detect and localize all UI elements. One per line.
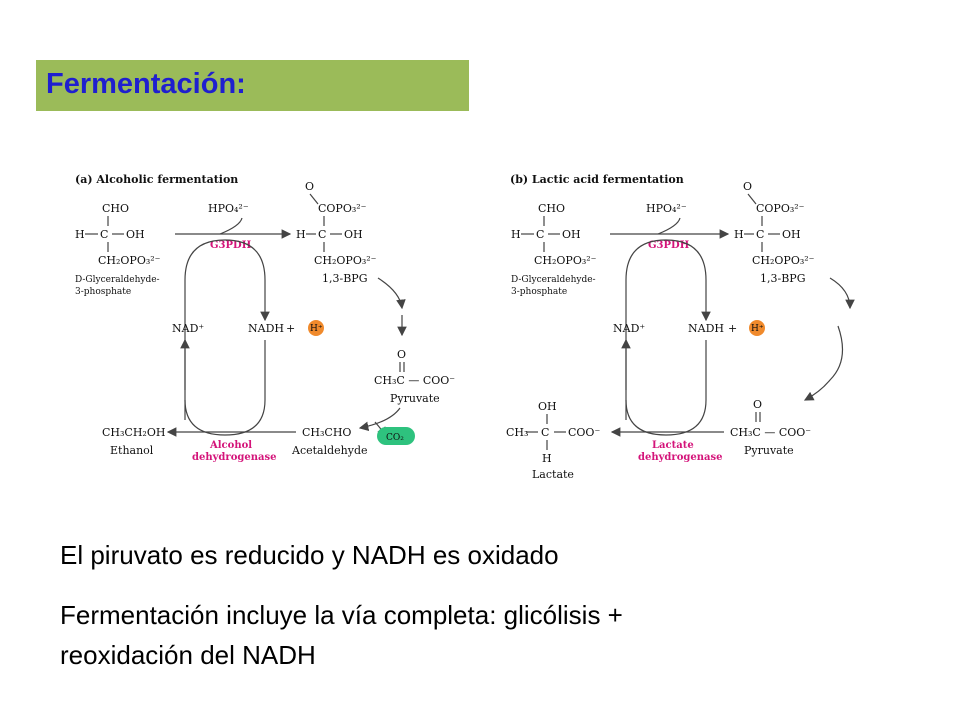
b-lac-ch3: CH₃: [506, 426, 528, 439]
a-acetaldehyde-formula: CH₃CHO: [302, 426, 351, 439]
a-bpg-oh: OH: [344, 228, 363, 241]
a-bpg-ch2opo3: CH₂OPO₃²⁻: [314, 254, 377, 267]
a-sub-oh: OH: [126, 228, 145, 241]
b-bpg-h: H: [734, 228, 744, 241]
a-sub-name2: 3-phosphate: [75, 287, 131, 297]
a-plus: +: [286, 322, 295, 335]
a-sub-c: C: [100, 228, 108, 241]
a-bpg-h: H: [296, 228, 306, 241]
a-sub-name1: D-Glyceraldehyde-: [75, 275, 160, 285]
b-nad: NAD⁺: [613, 322, 645, 335]
panel-b-heading: (b) Lactic acid fermentation: [510, 173, 684, 186]
b-proton: H⁺: [751, 324, 764, 334]
b-lac-c: C: [541, 426, 549, 439]
b-enzyme-ldh-1: Lactate: [652, 440, 694, 451]
a-ethanol-formula: CH₃CH₂OH: [102, 426, 165, 439]
b-lactate-name: Lactate: [532, 468, 574, 481]
a-sub-ch2opo3: CH₂OPO₃²⁻: [98, 254, 161, 267]
a-phosphate: HPO₄²⁻: [208, 202, 249, 215]
b-pyr-formula: CH₃C — COO⁻: [730, 426, 811, 439]
b-phosphate: HPO₄²⁻: [646, 202, 687, 215]
b-pyr-name: Pyruvate: [744, 444, 794, 457]
a-acetaldehyde-name: Acetaldehyde: [291, 444, 368, 457]
b-sub-name1: D-Glyceraldehyde-: [511, 275, 596, 285]
b-bpg-copo3: COPO₃²⁻: [756, 202, 805, 215]
panel-alcoholic: (a) Alcoholic fermentation CHO H C OH CH…: [75, 173, 455, 463]
b-sub-c: C: [536, 228, 544, 241]
slide-title: Fermentación:: [46, 68, 246, 100]
b-lac-coo: COO⁻: [568, 426, 600, 439]
panel-lactic: (b) Lactic acid fermentation CHO H C OH …: [506, 173, 855, 481]
body-line-2b: reoxidación del NADH: [60, 640, 316, 670]
a-bpg-name: 1,3-BPG: [322, 272, 367, 285]
b-proton-circle: [749, 320, 765, 336]
a-proton: H⁺: [310, 324, 323, 334]
b-bpg-c: C: [756, 228, 764, 241]
body-line-1: El piruvato es reducido y NADH es oxidad…: [60, 540, 559, 570]
b-sub-ch2opo3: CH₂OPO₃²⁻: [534, 254, 597, 267]
a-proton-circle: [308, 320, 324, 336]
title-banner: Fermentación:: [36, 60, 469, 111]
a-co2: CO₂: [386, 433, 404, 443]
b-sub-h: H: [511, 228, 521, 241]
a-pyr-name: Pyruvate: [390, 392, 440, 405]
b-bpg-oh: OH: [782, 228, 801, 241]
b-sub-cho: CHO: [538, 202, 565, 215]
b-enzyme-ldh-2: dehydrogenase: [638, 452, 722, 463]
a-enzyme-adh-2: dehydrogenase: [192, 452, 276, 463]
a-bpg-copo3: COPO₃²⁻: [318, 202, 367, 215]
b-nadh: NADH: [688, 322, 724, 335]
b-bpg-ch2opo3: CH₂OPO₃²⁻: [752, 254, 815, 267]
b-bpg-name: 1,3-BPG: [760, 272, 805, 285]
body-line-2a: Fermentación incluye la vía completa: gl…: [60, 600, 623, 630]
b-lac-oh: OH: [538, 400, 557, 413]
a-pyr-formula: CH₃C — COO⁻: [374, 374, 455, 387]
a-nad: NAD⁺: [172, 322, 204, 335]
fermentation-diagram: (a) Alcoholic fermentation CHO H C OH CH…: [75, 173, 855, 481]
a-ethanol-name: Ethanol: [110, 444, 154, 457]
a-pyr-o: O: [397, 348, 406, 361]
b-sub-name2: 3-phosphate: [511, 287, 567, 297]
b-bpg-o: O: [743, 180, 752, 193]
b-plus: +: [728, 322, 737, 335]
a-enzyme-adh-1: Alcohol: [209, 440, 252, 451]
b-lac-h: H: [542, 452, 552, 465]
a-sub-h: H: [75, 228, 85, 241]
b-pyr-o: O: [753, 398, 762, 411]
a-bpg-o: O: [305, 180, 314, 193]
a-enzyme-g3pdh: G3PDH: [210, 240, 251, 251]
b-enzyme-g3pdh: G3PDH: [648, 240, 689, 251]
a-sub-cho: CHO: [102, 202, 129, 215]
panel-a-heading: (a) Alcoholic fermentation: [75, 173, 238, 186]
b-sub-oh: OH: [562, 228, 581, 241]
a-nadh: NADH: [248, 322, 284, 335]
a-bpg-c: C: [318, 228, 326, 241]
